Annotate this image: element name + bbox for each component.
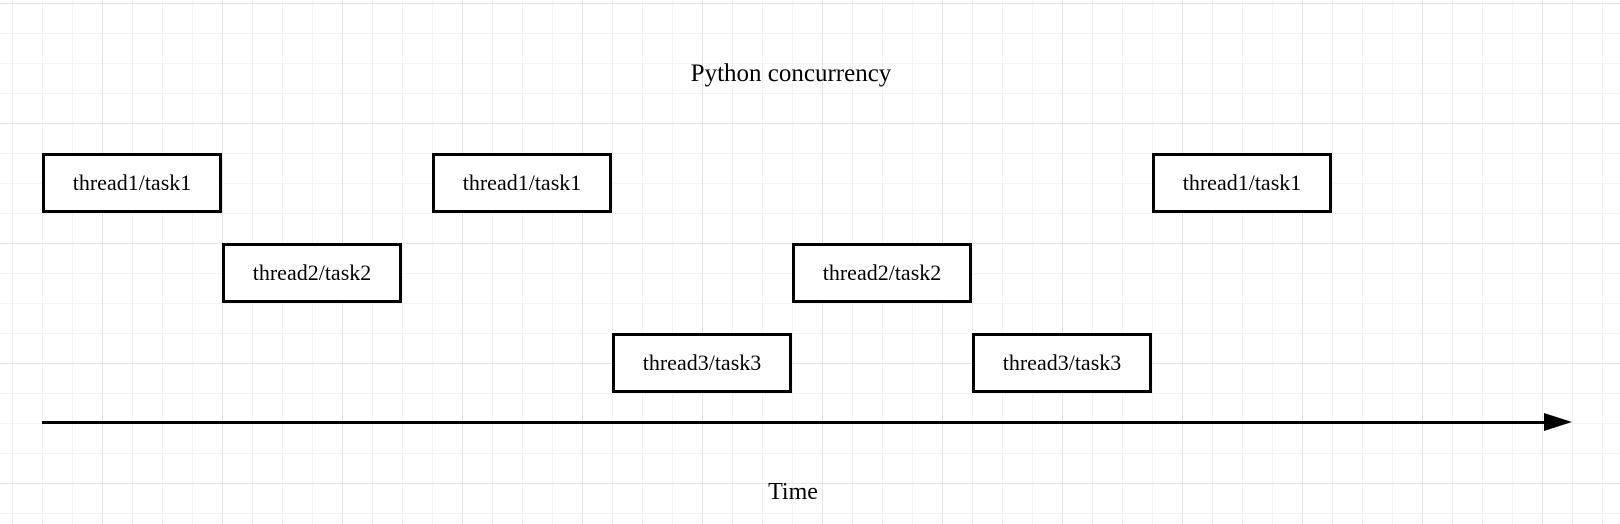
- time-axis-line: [42, 421, 1545, 424]
- task-box-thread3-1: thread3/task3: [612, 333, 792, 393]
- task-box-thread1-2: thread1/task1: [432, 153, 612, 213]
- diagram-title: Python concurrency: [690, 60, 892, 87]
- task-box-label: thread1/task1: [72, 170, 192, 195]
- task-box-label: thread1/task1: [462, 170, 582, 195]
- task-box-thread2-2: thread2/task2: [792, 243, 972, 303]
- time-axis-label: Time: [768, 479, 818, 505]
- time-axis-arrowhead-icon: [1544, 413, 1572, 431]
- task-box-label: thread2/task2: [252, 260, 372, 285]
- task-box-label: thread3/task3: [642, 350, 762, 375]
- task-box-thread3-2: thread3/task3: [972, 333, 1152, 393]
- task-box-label: thread1/task1: [1182, 170, 1302, 195]
- task-box-label: thread2/task2: [822, 260, 942, 285]
- task-box-thread1-1: thread1/task1: [42, 153, 222, 213]
- task-box-label: thread3/task3: [1002, 350, 1122, 375]
- task-box-thread1-3: thread1/task1: [1152, 153, 1332, 213]
- task-box-thread2-1: thread2/task2: [222, 243, 402, 303]
